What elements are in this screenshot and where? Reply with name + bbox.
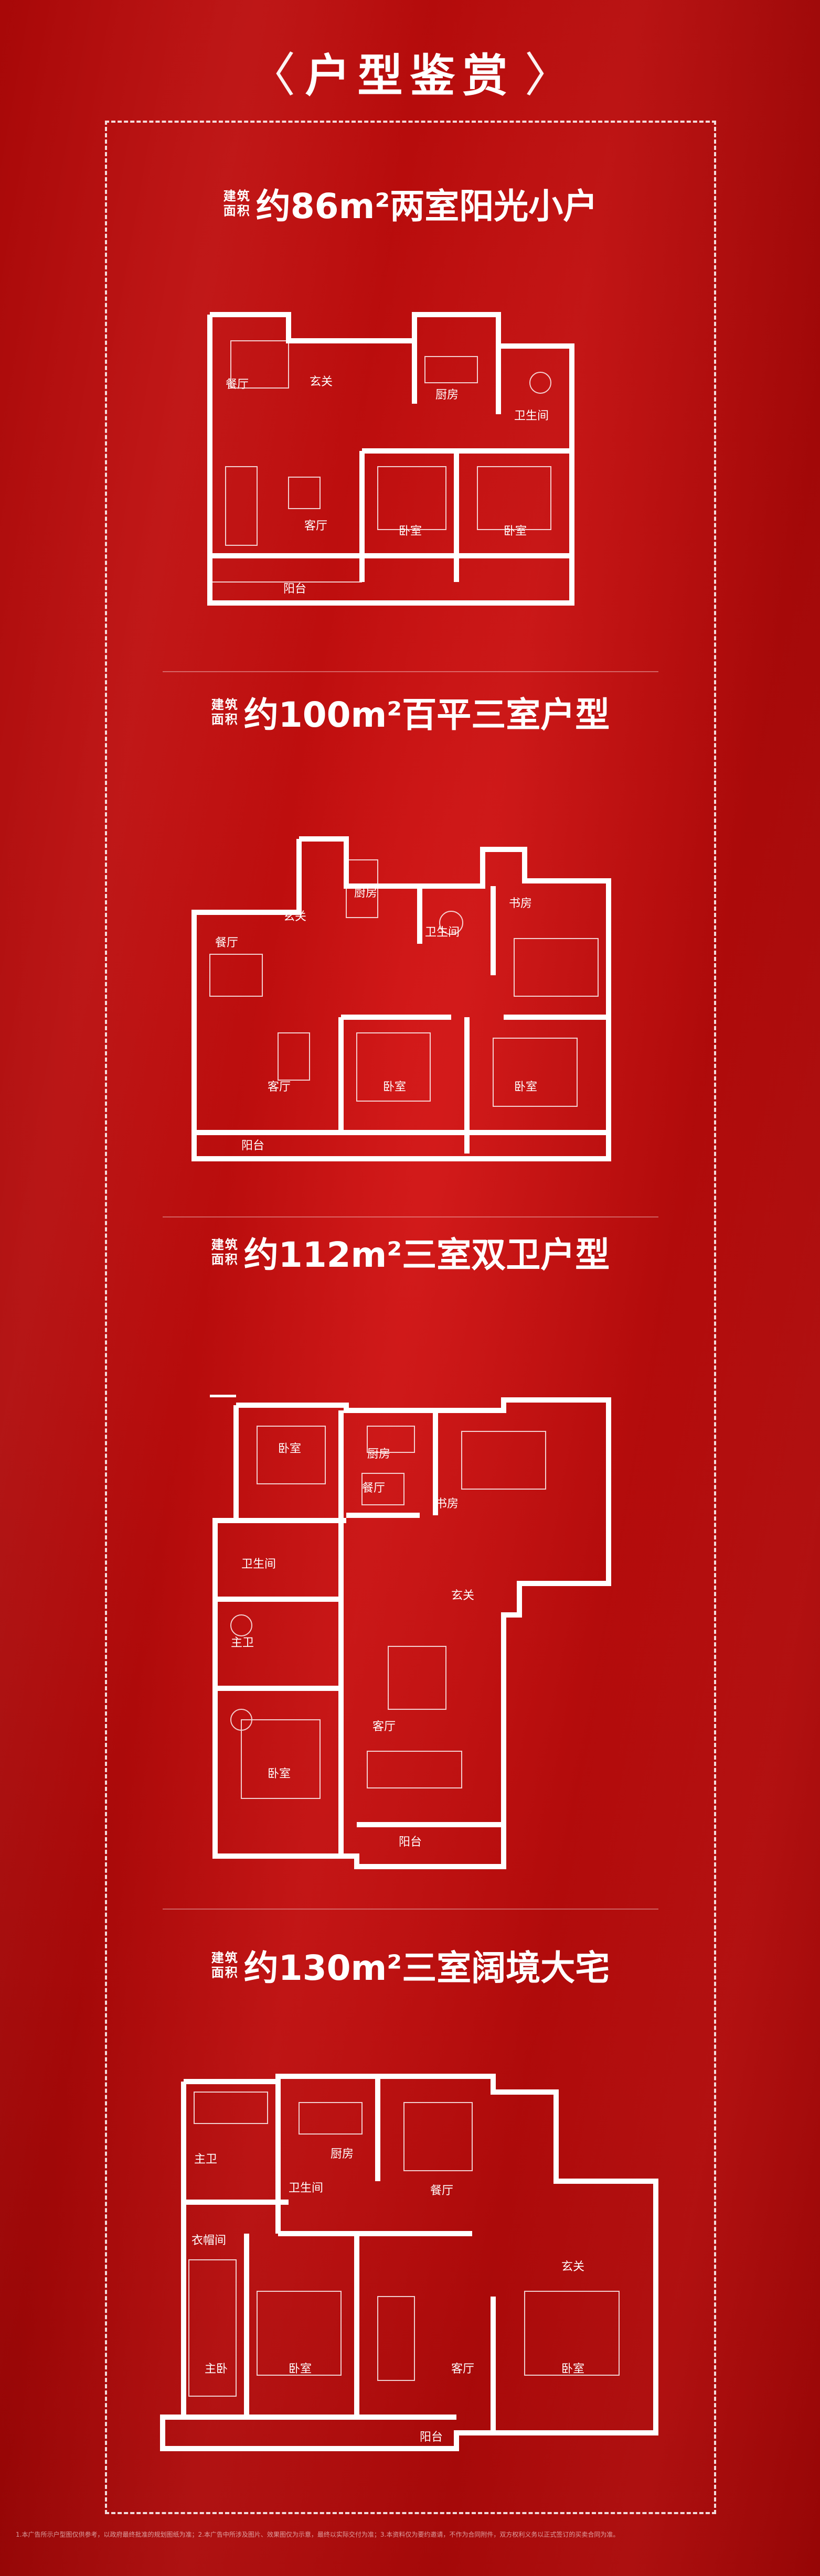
unit-heading: 建筑面积约130m²三室阔境大宅 (105, 1940, 716, 1990)
svg-text:书房: 书房 (435, 1497, 459, 1511)
svg-text:卧室: 卧室 (278, 1442, 301, 1456)
svg-text:玄关: 玄关 (283, 910, 306, 923)
unit-name: 约86m²两室阳光小户 (255, 186, 598, 227)
svg-text:卫生间: 卫生间 (514, 409, 549, 423)
svg-text:餐厅: 餐厅 (215, 936, 238, 950)
svg-text:衣帽间: 衣帽间 (191, 2234, 226, 2247)
floor-plan: 主卫 厨房 卫生间 餐厅 衣帽间 玄关 主卧 卧室 客厅 卧室 阳台 (157, 2071, 682, 2454)
svg-text:餐厅: 餐厅 (362, 1482, 385, 1495)
page-title: 〈户型鉴赏〉 (0, 37, 820, 105)
svg-text:客厅: 客厅 (268, 1081, 291, 1094)
area-label: 建筑面积 (211, 1237, 239, 1267)
svg-text:厨房: 厨房 (435, 389, 459, 402)
floor-plan-drawing: 餐厅 玄关 厨房 卫生间 客厅 卧室 卧室 阳台 (207, 312, 574, 606)
svg-text:卧室: 卧室 (383, 1081, 406, 1094)
right-bracket-icon: 〉 (524, 48, 572, 103)
floor-plan: 餐厅 玄关 厨房 卫生间 客厅 卧室 卧室 阳台 (205, 309, 624, 619)
svg-text:卧室: 卧室 (504, 525, 527, 538)
svg-text:厨房: 厨房 (331, 2148, 354, 2161)
section-divider (163, 1216, 658, 1217)
unit-name: 约112m²三室双卫户型 (243, 1235, 610, 1275)
svg-text:玄关: 玄关 (310, 375, 333, 389)
svg-text:阳台: 阳台 (399, 1836, 422, 1849)
area-label: 建筑面积 (211, 1950, 239, 1980)
svg-text:厨房: 厨房 (354, 887, 377, 900)
svg-text:阳台: 阳台 (420, 2431, 443, 2444)
svg-text:卧室: 卧室 (561, 2363, 584, 2376)
unit-heading: 建筑面积约86m²两室阳光小户 (105, 178, 716, 229)
svg-text:厨房: 厨房 (367, 1448, 390, 1461)
floor-plan: 玄关 厨房 卫生间 书房 餐厅 客厅 卧室 卧室 阳台 (189, 818, 640, 1195)
floor-plan-drawing: 主卫 厨房 卫生间 餐厅 衣帽间 玄关 主卧 卧室 客厅 卧室 阳台 (160, 2074, 658, 2451)
svg-text:玄关: 玄关 (451, 1589, 474, 1602)
unit-name: 约100m²百平三室户型 (243, 695, 610, 735)
svg-text:餐厅: 餐厅 (430, 2184, 453, 2197)
title-text: 户型鉴赏 (305, 50, 515, 102)
svg-text:主卫: 主卫 (194, 2153, 217, 2166)
svg-text:卧室: 卧室 (289, 2363, 312, 2376)
svg-text:客厅: 客厅 (451, 2363, 474, 2376)
area-label: 建筑面积 (211, 697, 239, 727)
floor-plan-drawing: 卧室 厨房 书房 餐厅 卫生间 玄关 主卫 客厅 卧室 阳台 (210, 1395, 611, 1869)
svg-text:阳台: 阳台 (283, 583, 306, 596)
section-divider (163, 1909, 658, 1910)
svg-text:卫生间: 卫生间 (241, 1558, 276, 1571)
unit-heading: 建筑面积约112m²三室双卫户型 (105, 1227, 716, 1277)
svg-text:主卧: 主卧 (205, 2363, 228, 2376)
disclaimer-text: 1.本广告所示户型图仅供参考，以政府最终批准的规划图纸为准；2.本广告中所涉及图… (16, 2531, 620, 2538)
section-divider (163, 671, 658, 672)
floor-plan: 卧室 厨房 书房 餐厅 卫生间 玄关 主卫 客厅 卧室 阳台 (210, 1395, 619, 1882)
svg-text:玄关: 玄关 (561, 2260, 584, 2273)
left-bracket-icon: 〈 (248, 48, 296, 103)
svg-text:卫生间: 卫生间 (289, 2182, 323, 2195)
svg-text:书房: 书房 (509, 897, 532, 910)
svg-text:卧室: 卧室 (399, 525, 422, 538)
svg-text:餐厅: 餐厅 (226, 378, 249, 391)
svg-text:主卫: 主卫 (231, 1636, 254, 1650)
unit-name: 约130m²三室阔境大宅 (243, 1948, 610, 1988)
svg-text:卧室: 卧室 (514, 1081, 537, 1094)
svg-text:阳台: 阳台 (241, 1139, 264, 1152)
svg-text:卧室: 卧室 (268, 1767, 291, 1781)
svg-text:卫生间: 卫生间 (425, 926, 460, 939)
area-label: 建筑面积 (223, 189, 251, 218)
svg-text:客厅: 客厅 (304, 520, 327, 533)
svg-text:客厅: 客厅 (372, 1720, 396, 1733)
unit-heading: 建筑面积约100m²百平三室户型 (105, 687, 716, 737)
floor-plan-drawing: 玄关 厨房 卫生间 书房 餐厅 客厅 卧室 卧室 阳台 (191, 836, 611, 1161)
dashed-frame (105, 121, 716, 2514)
